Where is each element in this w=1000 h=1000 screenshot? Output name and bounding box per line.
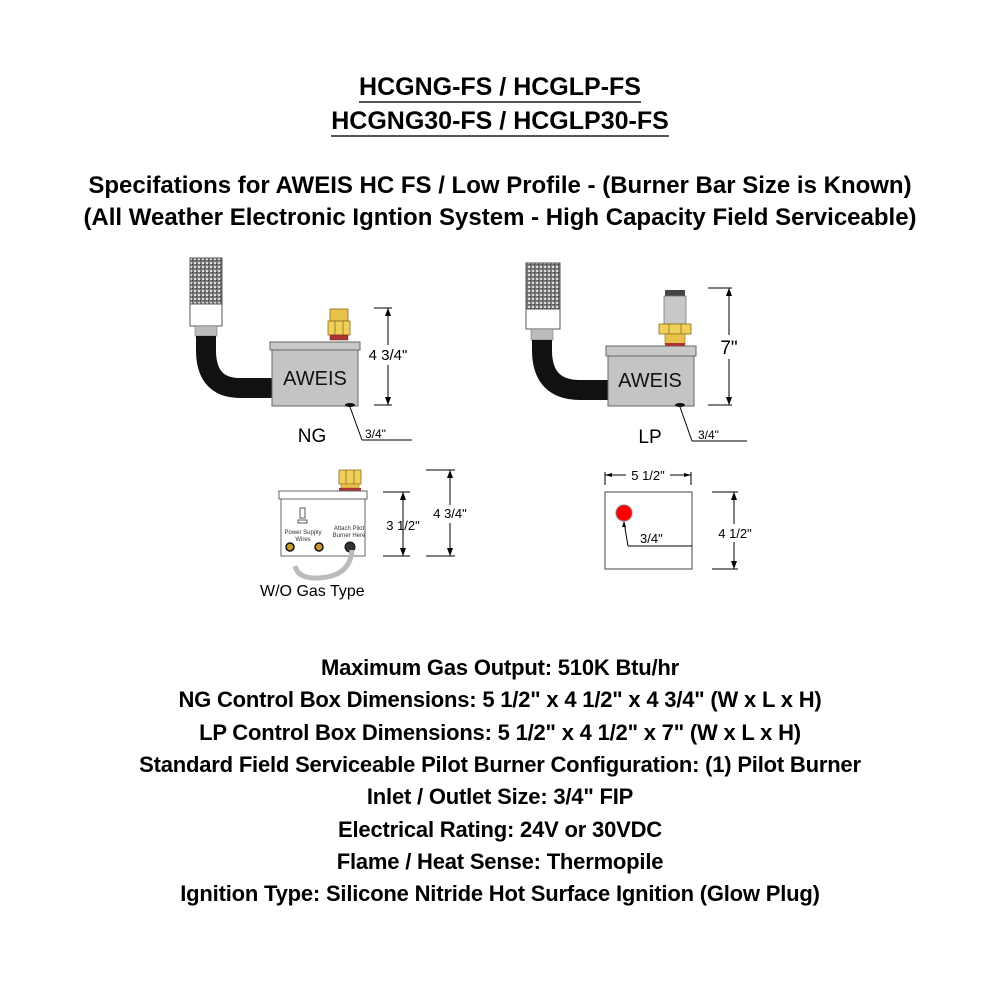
svg-text:Power Supply: Power Supply bbox=[284, 530, 321, 536]
spec-electrical-rating: Electrical Rating: 24V or 30VDC bbox=[338, 817, 662, 842]
svg-text:4 3/4": 4 3/4" bbox=[369, 347, 408, 364]
svg-text:7": 7" bbox=[720, 338, 737, 359]
svg-text:AWEIS: AWEIS bbox=[283, 368, 347, 390]
svg-text:4 1/2": 4 1/2" bbox=[718, 526, 752, 541]
ng-unit-diagram: AWEIS 4 3/4" 3/4" NG bbox=[170, 250, 430, 450]
spec-pilot-burner-config: Standard Field Serviceable Pilot Burner … bbox=[139, 752, 861, 777]
svg-text:W/O Gas Type: W/O Gas Type bbox=[260, 583, 365, 600]
front-view-drawing: Power Supply Wires Attach Pilot Burner H… bbox=[260, 469, 470, 600]
subtitle-line-2: (All Weather Electronic Igntion System -… bbox=[83, 204, 917, 231]
svg-text:Burner Here: Burner Here bbox=[333, 533, 366, 539]
lp-unit-drawing: AWEIS 7" 3/4" LP bbox=[525, 262, 747, 448]
svg-text:AWEIS: AWEIS bbox=[618, 370, 682, 392]
lp-unit-diagram: AWEIS 7" 3/4" LP bbox=[500, 250, 760, 450]
spec-ignition-type: Ignition Type: Silicone Nitride Hot Surf… bbox=[180, 881, 820, 906]
spec-flame-heat-sense: Flame / Heat Sense: Thermopile bbox=[336, 849, 664, 874]
svg-text:LP: LP bbox=[638, 427, 661, 448]
front-view-diagram: Power Supply Wires Attach Pilot Burner H… bbox=[250, 460, 490, 610]
svg-text:3/4": 3/4" bbox=[640, 531, 663, 546]
svg-text:3/4": 3/4" bbox=[365, 427, 386, 441]
svg-text:Attach Pilot: Attach Pilot bbox=[334, 526, 365, 532]
svg-text:3 1/2": 3 1/2" bbox=[386, 518, 420, 533]
top-view-drawing: 5 1/2" 3/4" 4 1/2" bbox=[604, 468, 756, 570]
ng-unit-drawing: AWEIS 4 3/4" 3/4" NG bbox=[189, 257, 412, 447]
model-numbers-line-1: HCGNG-FS / HCGLP-FS bbox=[359, 73, 641, 103]
svg-text:3/4": 3/4" bbox=[698, 428, 719, 442]
svg-text:5 1/2": 5 1/2" bbox=[631, 468, 665, 483]
svg-text:Wires: Wires bbox=[295, 537, 310, 543]
subtitle-line-1: Specifations for AWEIS HC FS / Low Profi… bbox=[88, 172, 912, 199]
spec-max-gas-output: Maximum Gas Output: 510K Btu/hr bbox=[320, 655, 680, 680]
model-numbers-line-2: HCGNG30-FS / HCGLP30-FS bbox=[331, 107, 669, 137]
svg-text:NG: NG bbox=[298, 426, 327, 447]
svg-text:4 3/4": 4 3/4" bbox=[433, 506, 467, 521]
spec-inlet-outlet-size: Inlet / Outlet Size: 3/4" FIP bbox=[366, 784, 634, 809]
spec-ng-box-dimensions: NG Control Box Dimensions: 5 1/2" x 4 1/… bbox=[178, 687, 822, 712]
spec-lp-box-dimensions: LP Control Box Dimensions: 5 1/2" x 4 1/… bbox=[199, 720, 801, 745]
top-view-diagram: 5 1/2" 3/4" 4 1/2" bbox=[580, 460, 780, 580]
